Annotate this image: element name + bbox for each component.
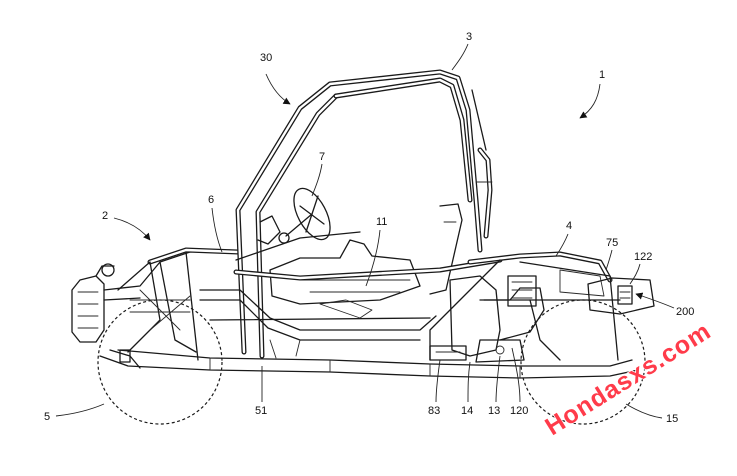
ref-83-group: 83 [428, 359, 441, 417]
roll-cage [235, 69, 493, 359]
engine-assembly [429, 275, 545, 363]
ref-6: 6 [208, 194, 214, 206]
seat [269, 203, 463, 305]
ref-30: 30 [260, 52, 272, 64]
ref-51-group: 51 [255, 366, 267, 417]
ref-5-group: 5 [44, 403, 105, 423]
ref-3: 3 [466, 31, 472, 43]
ref-200: 200 [676, 306, 694, 318]
ref-120-group: 120 [510, 347, 528, 417]
lower-chassis [99, 349, 639, 379]
ref-1-group: 1 [579, 69, 605, 119]
ref-11-group: 11 [365, 216, 387, 287]
ref-83: 83 [428, 405, 440, 417]
ref-4: 4 [566, 220, 572, 232]
ref-14: 14 [461, 405, 473, 417]
ref-4-group: 4 [555, 220, 572, 257]
ref-7-group: 7 [311, 151, 325, 197]
watermark-text: Hondasxs.com [540, 317, 716, 441]
ref-13: 13 [488, 405, 500, 417]
ref-2: 2 [102, 210, 108, 222]
ref-122-group: 122 [629, 251, 652, 285]
ref-13-group: 13 [488, 355, 501, 417]
ref-1: 1 [599, 69, 605, 81]
ref-6-group: 6 [208, 194, 223, 253]
ref-3-group: 3 [451, 31, 472, 71]
ref-200-group: 200 [635, 292, 694, 318]
ref-122: 122 [634, 251, 652, 263]
ref-15: 15 [666, 413, 678, 425]
ref-7: 7 [319, 151, 325, 163]
rear-box-122 [587, 277, 655, 315]
ref-14-group: 14 [461, 361, 473, 417]
ref-51: 51 [255, 405, 267, 417]
steering-wheel-assembly [257, 187, 331, 245]
ref-75: 75 [606, 237, 618, 249]
ref-120: 120 [510, 405, 528, 417]
rear-frame [429, 251, 621, 361]
ref-5: 5 [44, 411, 50, 423]
ref-15-group: 15 [625, 403, 678, 425]
ref-75-group: 75 [605, 237, 618, 271]
front-frame-section [109, 247, 241, 369]
ref-2-group: 2 [102, 210, 151, 241]
ref-11: 11 [376, 216, 387, 228]
ref-30-group: 30 [260, 52, 291, 105]
